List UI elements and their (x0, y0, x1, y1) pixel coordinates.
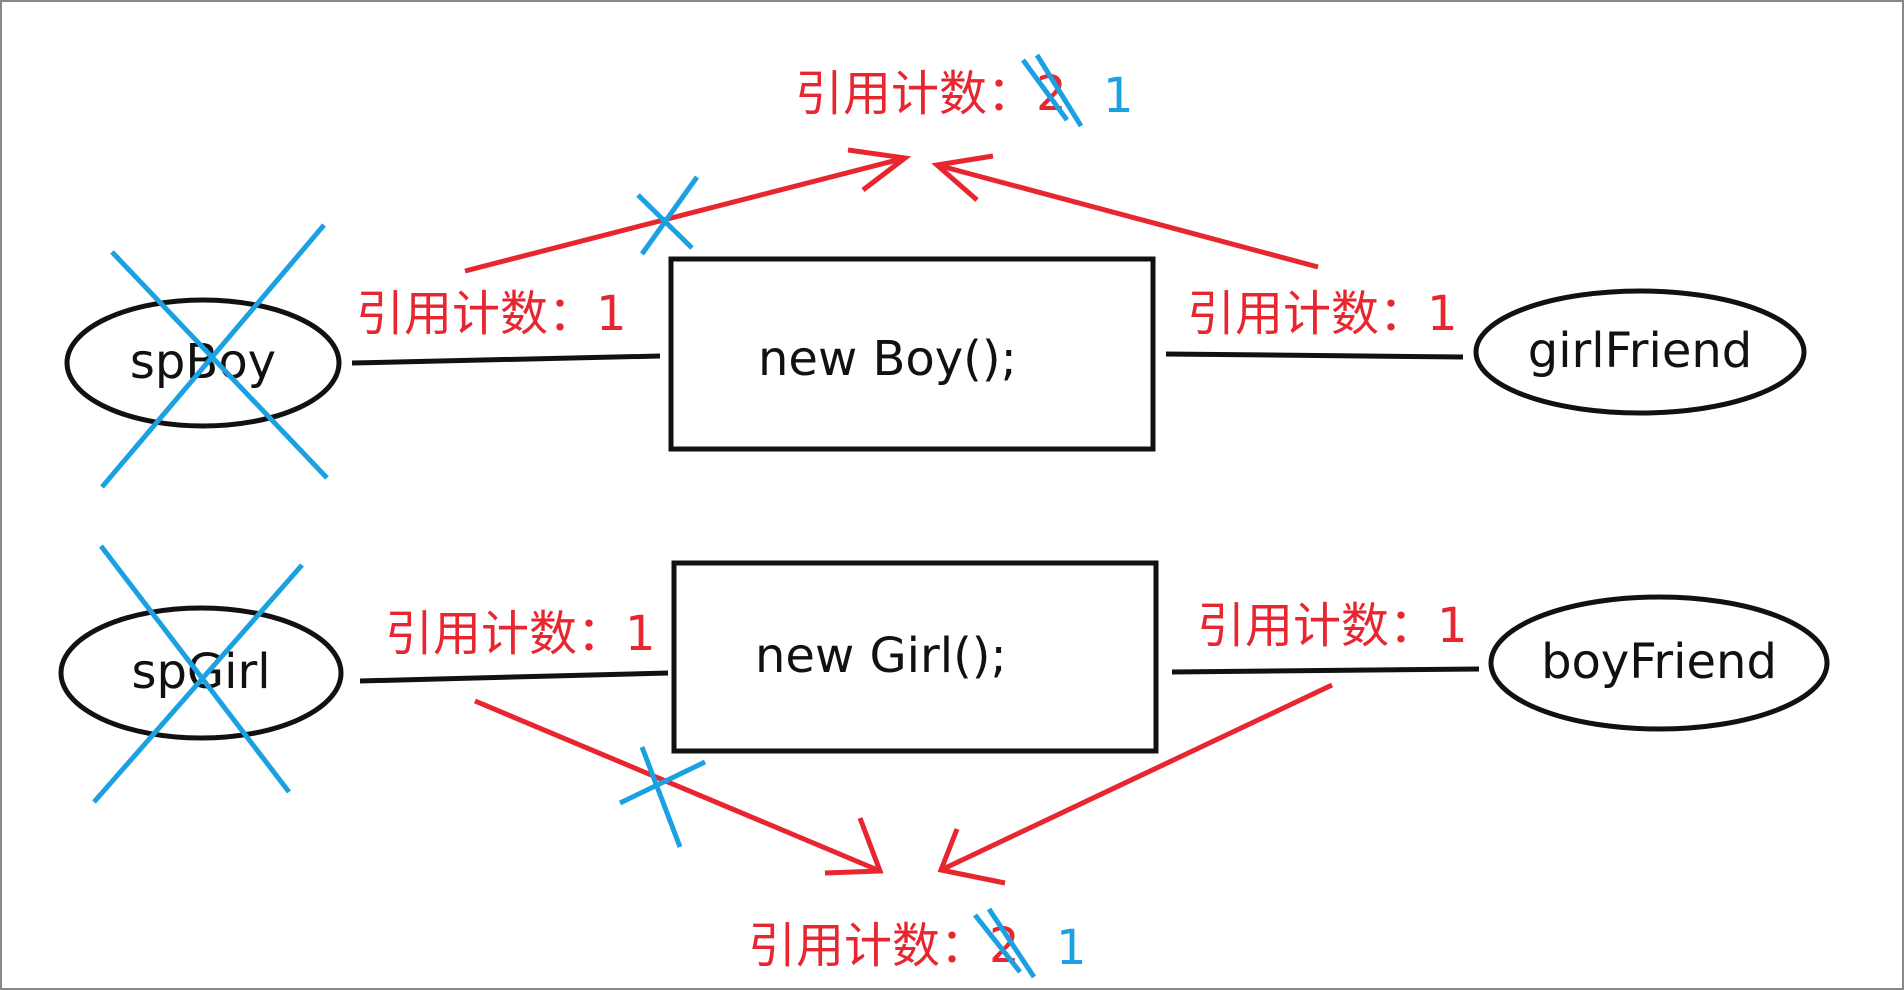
spgirl-link-refcount: 引用计数：1 (385, 606, 656, 662)
spgirl-link (359, 670, 669, 684)
girl-total-strike (973, 913, 1022, 974)
boy-object-label: new Boy(); (758, 331, 1017, 387)
girl-object-label: new Girl(); (755, 628, 1007, 684)
spgirl-removed-cross (99, 544, 291, 794)
spboy-removed-cross (110, 250, 329, 480)
boyfriend-ref-arrowhead (937, 828, 1006, 886)
girlfriend-pointer-ellipse (1473, 288, 1807, 416)
spboy-ref-arrowhead (847, 147, 912, 192)
spboy-link-refcount: 引用计数：1 (356, 286, 627, 342)
girl-total-strike (986, 907, 1037, 979)
spgirl-removed-cross (92, 563, 304, 804)
spboy-pointer-label: spBoy (130, 334, 276, 390)
girl-object-box (671, 560, 1159, 754)
spgirl-arrow-cut-mark (639, 746, 683, 848)
girlfriend-link (1165, 351, 1464, 360)
spboy-pointer-ellipse (64, 297, 342, 429)
boy-total-strike (1020, 58, 1070, 122)
girlfriend-ref-arrow (936, 162, 1319, 270)
boy-total-refcount-new: 1 (1103, 68, 1134, 124)
spboy-link (351, 353, 661, 366)
boy-total-strike (1034, 53, 1084, 128)
girlfriend-link-refcount: 引用计数：1 (1187, 286, 1458, 342)
boyfriend-link (1171, 666, 1480, 675)
boyfriend-pointer-ellipse (1488, 594, 1830, 732)
boyfriend-link-refcount: 引用计数：1 (1197, 598, 1468, 654)
spgirl-arrow-cut-mark (618, 759, 707, 806)
girl-total-refcount-prefix: 引用计数： (748, 918, 988, 974)
boy-object-box (668, 256, 1156, 452)
boyfriend-pointer-label: boyFriend (1541, 634, 1777, 690)
spgirl-pointer-label: spGirl (131, 644, 270, 700)
girlfriend-pointer-label: girlFriend (1528, 323, 1752, 379)
girlfriend-ref-arrowhead (931, 153, 994, 202)
boy-total-refcount-prefix: 引用计数： (795, 66, 1035, 122)
boyfriend-ref-arrow (939, 682, 1334, 873)
spboy-ref-arrow (464, 155, 906, 274)
spgirl-ref-arrow (474, 698, 881, 874)
spgirl-ref-arrowhead (824, 817, 884, 876)
girl-total-refcount-new: 1 (1056, 920, 1087, 976)
spboy-arrow-cut-mark (639, 175, 700, 256)
spboy-removed-cross (100, 223, 326, 489)
